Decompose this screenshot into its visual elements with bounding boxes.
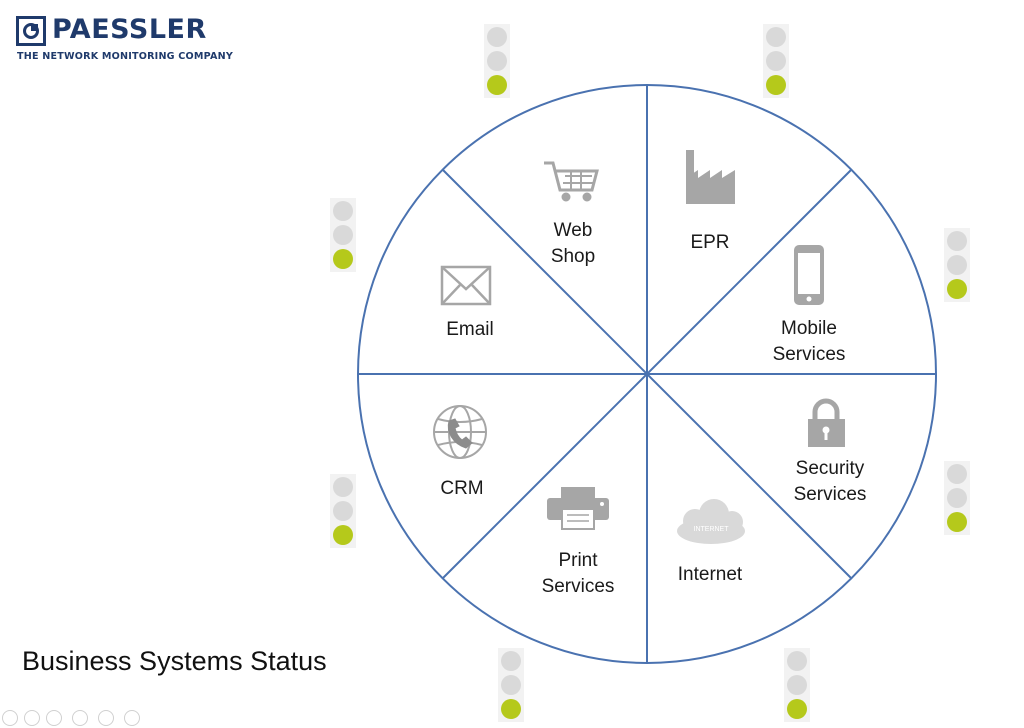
more-icon[interactable] <box>124 710 140 726</box>
lamp-red <box>787 651 807 671</box>
shopping-cart-icon <box>544 161 599 202</box>
lamp-yellow <box>501 675 521 695</box>
segment-dividers <box>358 85 936 663</box>
segment-label-crm: CRM <box>440 478 483 499</box>
lamp-red <box>501 651 521 671</box>
lamp-green <box>947 512 967 532</box>
lamp-red <box>333 477 353 497</box>
traffic-light-email <box>330 198 356 272</box>
segment-label-security-services-2: Services <box>794 484 867 505</box>
lamp-red <box>766 27 786 47</box>
paessler-logo-mark-icon <box>16 16 46 46</box>
traffic-light-internet <box>784 648 810 722</box>
next-icon[interactable] <box>24 710 40 726</box>
traffic-light-web-shop <box>484 24 510 98</box>
segment-label-mobile-services-2: Services <box>773 344 846 365</box>
padlock-icon <box>808 398 845 447</box>
segment-epr[interactable]: EPR <box>686 150 735 253</box>
lamp-yellow <box>333 225 353 245</box>
segment-label-print-services-1: Print <box>558 550 598 571</box>
segment-label-mobile-services-1: Mobile <box>781 318 837 339</box>
brand-name: PAESSLER <box>52 14 207 45</box>
cloud-icon-label: INTERNET <box>694 526 730 533</box>
segment-label-email: Email <box>446 319 494 340</box>
printer-icon <box>547 487 609 530</box>
lamp-yellow <box>766 51 786 71</box>
segment-print-services[interactable]: Print Services <box>542 487 615 597</box>
segment-email[interactable]: Email <box>440 265 494 340</box>
lamp-green <box>487 75 507 95</box>
divider-diag-2 <box>442 169 852 579</box>
lamp-yellow <box>787 675 807 695</box>
segment-label-internet: Internet <box>678 564 743 585</box>
lamp-red <box>947 231 967 251</box>
lamp-yellow <box>947 488 967 508</box>
paessler-logo: PAESSLER THE NETWORK MONITORING COMPANY <box>16 14 246 64</box>
slides-icon[interactable] <box>72 710 88 726</box>
lamp-green <box>501 699 521 719</box>
lamp-green <box>787 699 807 719</box>
segment-mobile-services[interactable]: Mobile Services <box>773 245 846 365</box>
traffic-light-crm <box>330 474 356 548</box>
factory-icon <box>686 150 735 204</box>
page-title: Business Systems Status <box>22 646 327 676</box>
segment-label-web-shop-2: Shop <box>551 246 595 267</box>
lamp-green <box>333 249 353 269</box>
traffic-light-epr <box>763 24 789 98</box>
segment-web-shop[interactable]: Web Shop <box>544 161 599 267</box>
lamp-yellow <box>333 501 353 521</box>
segment-internet[interactable]: INTERNET Internet <box>677 499 745 585</box>
previous-icon[interactable] <box>2 710 18 726</box>
traffic-light-mobile-services <box>944 228 970 302</box>
segment-label-security-services-1: Security <box>796 458 865 479</box>
mobile-phone-icon <box>794 245 824 305</box>
lamp-green <box>766 75 786 95</box>
status-circle <box>357 84 937 664</box>
envelope-icon <box>440 265 492 306</box>
lamp-yellow <box>487 51 507 71</box>
brand-tagline: THE NETWORK MONITORING COMPANY <box>17 51 233 62</box>
cloud-icon <box>677 499 745 544</box>
lamp-red <box>487 27 507 47</box>
zoom-icon[interactable] <box>98 710 114 726</box>
lamp-green <box>333 525 353 545</box>
segment-label-web-shop-1: Web <box>554 220 593 241</box>
lamp-red <box>947 464 967 484</box>
traffic-light-security-services <box>944 461 970 535</box>
globe-phone-icon <box>433 405 487 459</box>
segment-security-services[interactable]: Security Services <box>794 398 867 505</box>
pen-icon[interactable] <box>46 710 62 726</box>
lamp-yellow <box>947 255 967 275</box>
lamp-green <box>947 279 967 299</box>
segment-label-print-services-2: Services <box>542 576 615 597</box>
traffic-light-print-services <box>498 648 524 722</box>
segment-label-epr: EPR <box>690 232 729 253</box>
lamp-red <box>333 201 353 221</box>
segment-crm[interactable]: CRM <box>433 405 487 499</box>
